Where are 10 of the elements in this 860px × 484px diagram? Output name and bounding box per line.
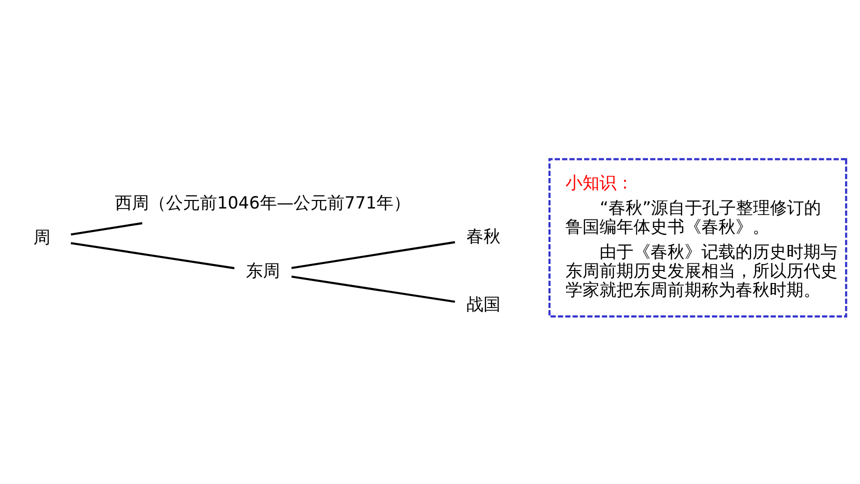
connector [70, 222, 142, 236]
connector [291, 241, 456, 270]
connector [70, 242, 234, 270]
node-text: 西周（公元前1046年—公元前771年） [115, 192, 411, 212]
node-text: 春秋 [466, 226, 500, 246]
node-text: 东周 [246, 260, 280, 280]
connector [291, 276, 456, 303]
node-box: 小知识： “春秋”源自于孔子整理修订的鲁国编年体史书《春秋》。 由于《春秋》记载的历史时期与东周前期历史发展相当，所以历代史学家就把东周前期称为春秋时期。 [548, 158, 848, 318]
node-text: 战国 [466, 294, 500, 314]
node-text: 周 [34, 226, 51, 247]
